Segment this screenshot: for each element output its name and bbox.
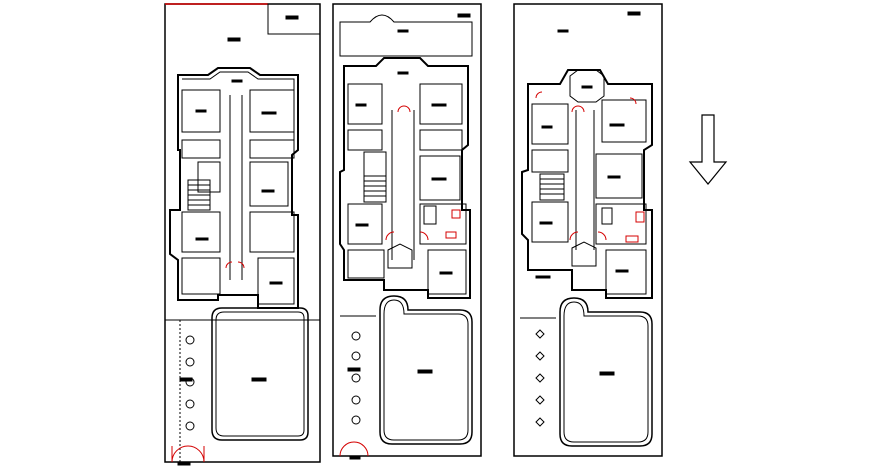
- plan-left: [164, 3, 321, 466]
- plan-right: [513, 3, 663, 457]
- north-arrow-icon: [688, 114, 728, 185]
- plan-middle: [332, 3, 482, 460]
